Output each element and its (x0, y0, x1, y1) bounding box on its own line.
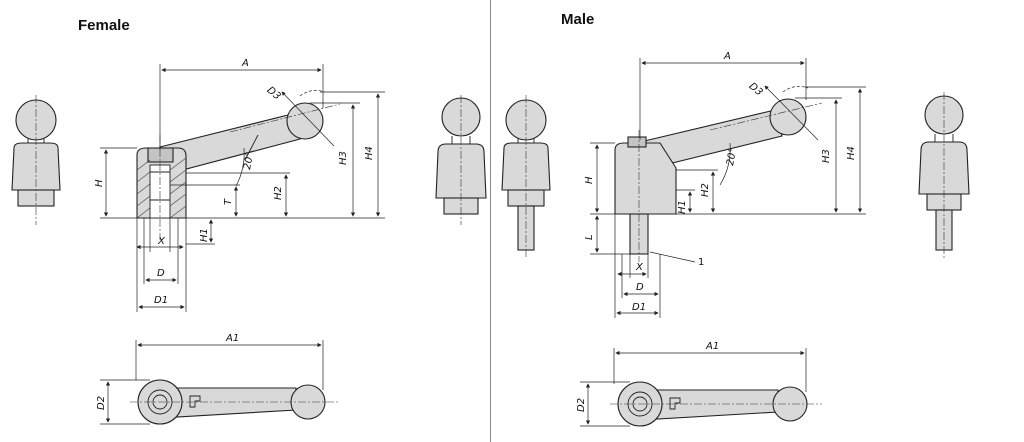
female-dim-T: T (223, 198, 234, 205)
female-dim-H2: H2 (273, 186, 284, 200)
female-front-view (136, 102, 341, 240)
female-dim-D3: D3 (265, 85, 283, 102)
female-dim-H4: H4 (364, 146, 375, 160)
female-title: Female (78, 17, 130, 34)
male-title: Male (561, 11, 595, 28)
female-dim-A1: A1 (225, 333, 239, 344)
male-dim-D1: D1 (632, 302, 646, 313)
female-dim-H1: H1 (199, 228, 210, 242)
female-dim-X: X (157, 236, 166, 247)
female-dim-H: H (94, 179, 105, 187)
female-end-view (435, 95, 487, 225)
male-dim-D: D (636, 282, 644, 293)
male-front-view (614, 98, 823, 262)
male-dim-H3: H3 (821, 149, 832, 163)
female-dim-angle: 20° (242, 151, 256, 170)
male-dim-angle: 20° (725, 147, 739, 166)
male-dim-X: X (635, 262, 644, 273)
female-side-view (11, 95, 61, 225)
male-dim-H: H (584, 176, 595, 184)
male-dim-D3: D3 (747, 81, 765, 98)
male-side-view (501, 95, 551, 258)
female-dimensions: A D3 H3 H4 H2 T 20° H H1 (94, 58, 385, 312)
male-dim-H4: H4 (846, 146, 857, 160)
female-dim-D: D (157, 268, 165, 279)
female-dim-D2: D2 (96, 396, 107, 410)
female-top-view: A1 D2 (96, 333, 340, 425)
male-dim-A1: A1 (705, 341, 719, 352)
male-dim-H1: H1 (677, 200, 688, 214)
male-dim-D2: D2 (576, 398, 587, 412)
male-end-view (918, 92, 970, 258)
female-dim-A: A (241, 58, 249, 69)
section-divider (490, 0, 491, 442)
male-dim-H2: H2 (700, 183, 711, 197)
female-dim-H3: H3 (338, 151, 349, 165)
male-top-view: A1 D2 (576, 341, 822, 427)
male-dim-L: L (584, 234, 595, 240)
male-callout-1: 1 (698, 257, 704, 268)
male-dim-A: A (723, 51, 731, 62)
female-dim-D1: D1 (154, 295, 168, 306)
